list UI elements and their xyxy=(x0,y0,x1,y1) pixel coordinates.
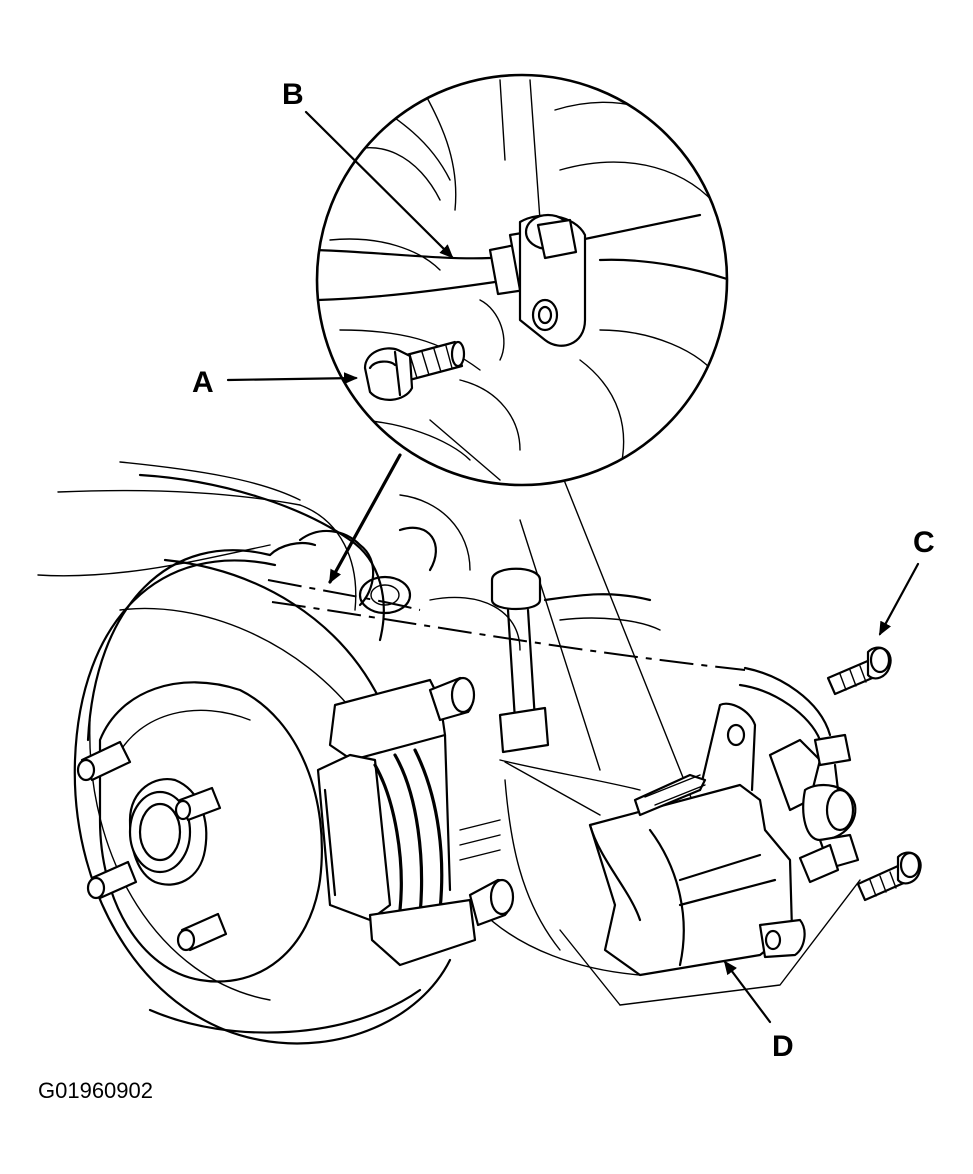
brake-pad-bracket xyxy=(316,676,515,967)
alignment-centerline xyxy=(271,601,746,671)
caliper-bolt-lower xyxy=(856,851,922,902)
brake-caliper xyxy=(588,702,860,977)
brake-rotor xyxy=(73,549,452,1045)
wheel-stud xyxy=(174,786,222,822)
callout-arrow-a xyxy=(226,372,358,385)
detail-leader-arrow xyxy=(328,453,402,584)
callout-arrow-d xyxy=(723,960,772,1024)
callout-arrow-b xyxy=(304,110,454,259)
wheel-stud xyxy=(76,740,132,782)
callout-label-d: D xyxy=(772,1030,794,1063)
wheel-stud xyxy=(86,860,138,900)
caliper-bolt-upper xyxy=(826,646,892,696)
callout-label-b: B xyxy=(282,78,304,111)
callout-label-a: A xyxy=(192,366,214,399)
banjo-bolt xyxy=(363,340,466,401)
brake-hose xyxy=(738,666,852,792)
wheel-stud xyxy=(176,912,228,952)
alignment-centerline xyxy=(267,579,421,611)
figure-id: G01960902 xyxy=(38,1078,153,1103)
callout-arrow-c xyxy=(878,562,920,636)
detail-view xyxy=(315,73,729,487)
callout-label-c: C xyxy=(913,526,935,559)
suspension-background xyxy=(37,461,861,1006)
